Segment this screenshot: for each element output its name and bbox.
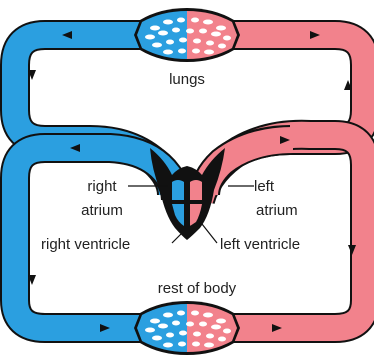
left-atrium-chamber bbox=[190, 180, 202, 200]
right-ventricle-label: right ventricle bbox=[41, 236, 130, 253]
left-atrium-label-line2: atrium bbox=[256, 202, 298, 219]
left-ventricle-label: left ventricle bbox=[220, 236, 300, 253]
left-ventricle-leader bbox=[202, 224, 217, 243]
right-atrium-chamber bbox=[172, 180, 184, 200]
lungs-label: lungs bbox=[169, 71, 205, 88]
right-atrium-label-line2: atrium bbox=[81, 202, 123, 219]
rest-of-body-label: rest of body bbox=[158, 280, 237, 297]
right-atrium-label-line1: right bbox=[87, 178, 117, 195]
body-capillary-bed bbox=[134, 301, 240, 355]
lung-capillary-bed bbox=[134, 8, 240, 62]
left-atrium-label-line1: left bbox=[254, 178, 275, 195]
